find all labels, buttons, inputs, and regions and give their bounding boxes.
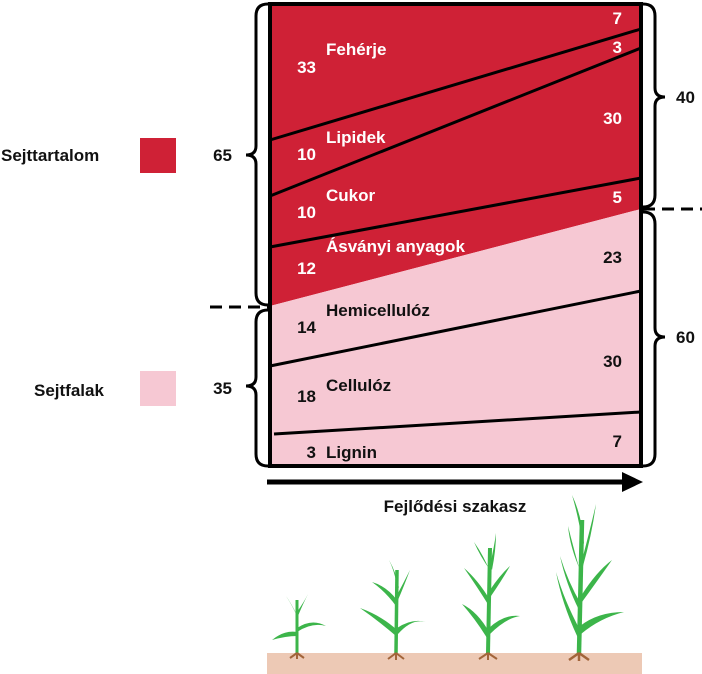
chart-frame: [268, 2, 643, 468]
boundary-line-feherje-lipidek: [269, 27, 642, 142]
value-left-lipidek: 10: [297, 145, 316, 164]
value-right-feherje: 7: [613, 9, 622, 28]
label-hemicellulóz: Hemicellulóz: [326, 301, 430, 320]
boundary-line-cukor-asvanyi: [269, 176, 642, 249]
label-lipidek: Lipidek: [326, 128, 386, 147]
right-brace-content: [642, 2, 666, 209]
plant-growth-icons: [272, 495, 624, 662]
plant-stage-1-icon: [272, 594, 326, 659]
value-right-hemicellulóz: 23: [603, 248, 622, 267]
left-brace-walls: [245, 308, 269, 468]
boundary-line-hemicellulóz-cellulóz: [269, 289, 642, 368]
legend-walls-label: Sejtfalak: [34, 381, 104, 400]
right-arrow-icon: [267, 472, 643, 492]
legend-walls-swatch: [140, 371, 176, 406]
plant-stage-4-icon: [556, 495, 624, 662]
total-right-content: 40: [676, 88, 695, 107]
value-right-lipidek: 3: [613, 38, 622, 57]
plant-stage-3-icon: [462, 533, 520, 660]
value-left-asvanyi: 12: [297, 259, 316, 278]
legend-content-label: Sejttartalom: [1, 146, 99, 165]
value-left-hemicellulóz: 14: [297, 318, 316, 337]
soil-strip: [267, 653, 642, 674]
boundary-line-lipidek-cukor: [269, 46, 642, 198]
legend-walls-value: 35: [213, 379, 232, 398]
value-right-lignin: 7: [613, 432, 622, 451]
boundary-line-cellulóz-lignin: [273, 410, 642, 436]
value-left-feherje: 33: [297, 58, 316, 77]
value-right-asvanyi: 5: [613, 188, 622, 207]
legend-content-value: 65: [213, 146, 232, 165]
value-right-cukor: 30: [603, 109, 622, 128]
axis-label: Fejlődési szakasz: [384, 497, 527, 516]
value-left-cellulóz: 18: [297, 387, 316, 406]
left-brace-content: [245, 2, 269, 307]
total-right-walls: 60: [676, 328, 695, 347]
label-cukor: Cukor: [326, 186, 376, 205]
label-asvanyi-anyagok: Ásványi anyagok: [326, 237, 465, 256]
label-feherje: Fehérje: [326, 40, 386, 59]
cell-wall-region: [270, 209, 641, 466]
label-cellulóz: Cellulóz: [326, 376, 391, 395]
plant-stage-2-icon: [360, 560, 426, 660]
value-right-cellulóz: 30: [603, 352, 622, 371]
value-left-cukor: 10: [297, 203, 316, 222]
label-lignin: Lignin: [326, 443, 377, 462]
legend-content-swatch: [140, 138, 176, 173]
right-brace-walls: [642, 210, 666, 468]
value-left-lignin: 3: [307, 443, 316, 462]
